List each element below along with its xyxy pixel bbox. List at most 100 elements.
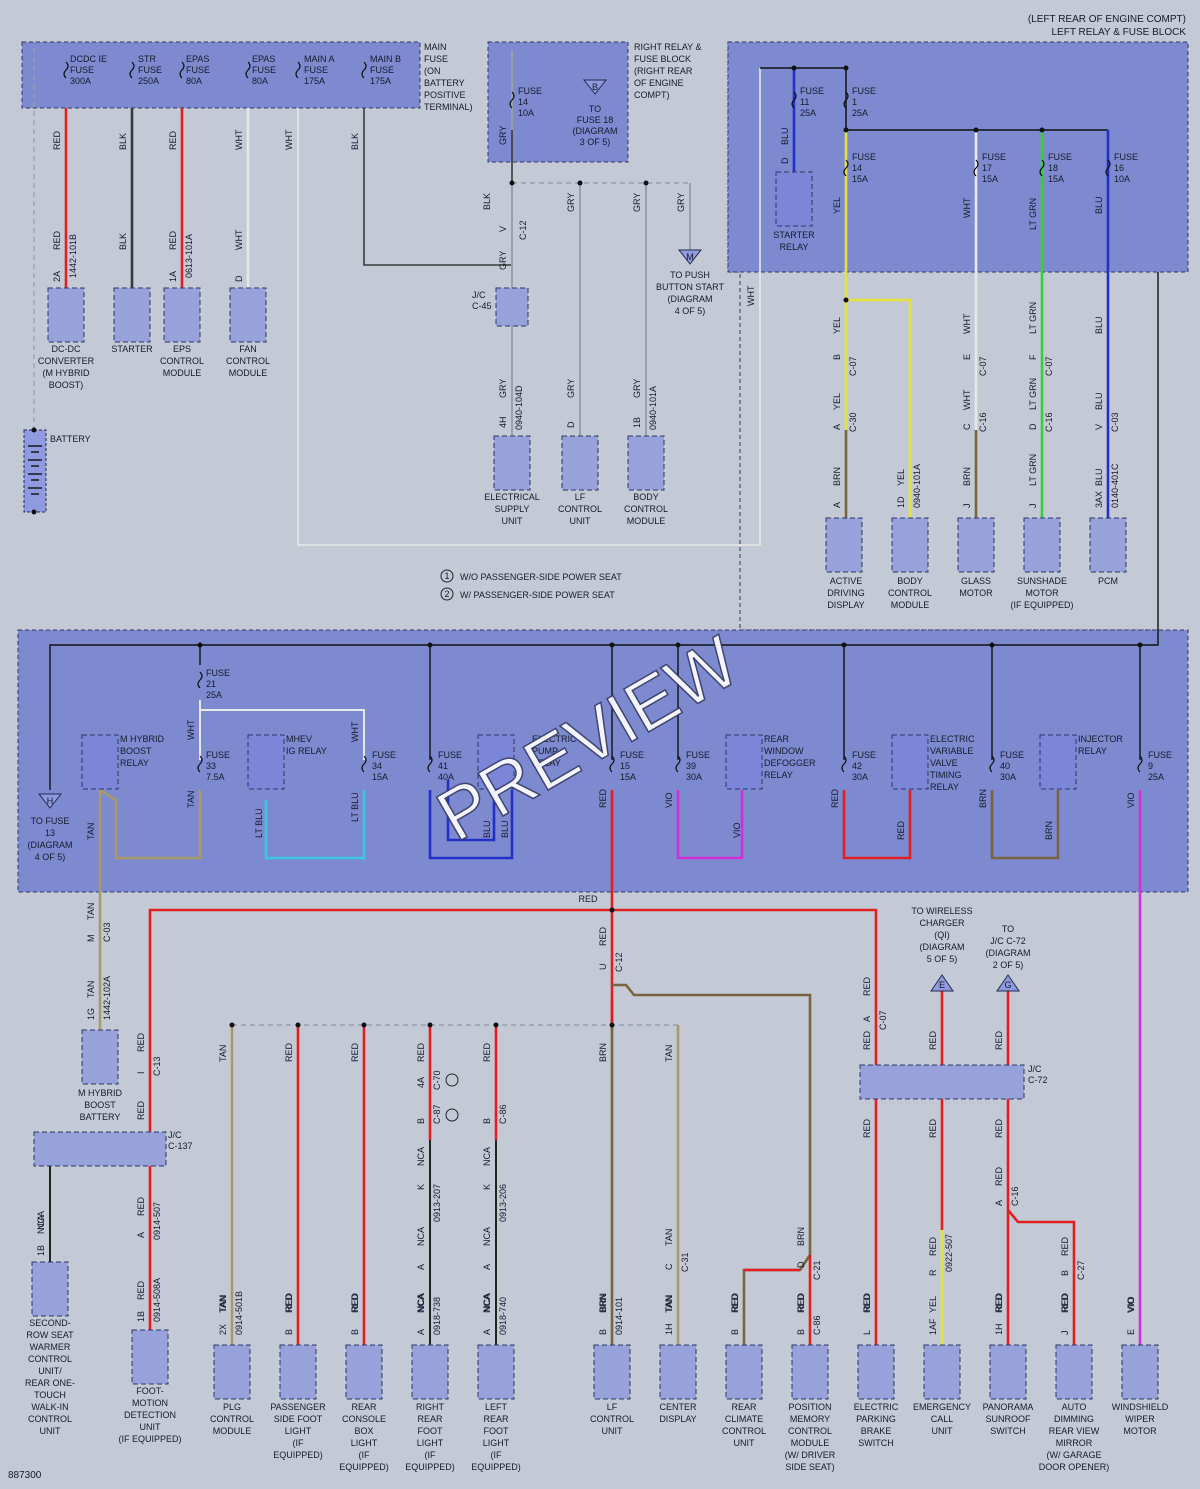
wire-color: LT GRN [1028, 302, 1038, 334]
wire-color: RED [796, 1292, 806, 1312]
wire-color: RED [350, 1292, 360, 1312]
wire-color: WHT [234, 129, 244, 150]
mb-relay-label: M HYBRID [120, 734, 165, 744]
wire-color: NCA [416, 1293, 426, 1312]
wire-color: BLU [1094, 392, 1104, 410]
wire-color: BRN [962, 467, 972, 486]
component-label: BOX [354, 1426, 373, 1436]
pin-label: B [796, 1329, 806, 1335]
wire-color: RED [862, 1030, 872, 1050]
component-label: RIGHT [416, 1402, 445, 1412]
ref-text-b: 3 OF 5) [580, 137, 611, 147]
mhb-battery-label: M HYBRID [78, 1088, 123, 1098]
component-label: MIRROR [1056, 1438, 1093, 1448]
pin-label: A [832, 424, 842, 430]
wire-color: RED [52, 130, 62, 150]
wire-color: VIO [664, 792, 674, 808]
mb-relay-label: REAR [764, 734, 790, 744]
pin-label: 1AF [928, 1318, 938, 1335]
pin-label: D [566, 421, 576, 428]
wires-middle [49, 272, 1159, 1345]
lb-fuse-label: 1 [852, 97, 857, 107]
mb-relay-label: PUMP [532, 746, 558, 756]
component-label: MOTOR [1025, 588, 1059, 598]
mb-relay-label: BOOST [120, 746, 152, 756]
component-label: (W/ DRIVER [785, 1450, 836, 1460]
wire-color: WHT [962, 313, 972, 334]
mb-relay-label: IG RELAY [286, 746, 327, 756]
pin-label: A [136, 1232, 146, 1238]
ref-text-m: TO PUSH [670, 270, 710, 280]
mb-fuse-label: 40 [1000, 761, 1010, 771]
ref-text-m: 4 OF 5) [675, 306, 706, 316]
component-label: DISPLAY [659, 1414, 696, 1424]
component-label: SECOND- [29, 1318, 71, 1328]
component-label: CONTROL [210, 1414, 254, 1424]
pin-label: L [862, 1330, 872, 1335]
wire-color: WHT [284, 129, 294, 150]
wire-color: RED [830, 788, 840, 808]
component-label: SIDE SEAT) [785, 1462, 834, 1472]
legend-num: 1 [444, 571, 449, 581]
component-label: EMERGENCY [913, 1402, 971, 1412]
component-label: POSITION [788, 1402, 831, 1412]
component-label: CONTROL [624, 504, 668, 514]
component-label: REAR [731, 1402, 757, 1412]
right-relay-title: OF ENGINE [634, 78, 684, 88]
pin-label: D [1028, 423, 1038, 430]
wire-color: WHT [234, 229, 244, 250]
wire-color: RED [994, 1293, 1004, 1313]
wire-color: NCA [482, 1147, 492, 1166]
lb-fuse-label: 25A [852, 108, 868, 118]
wire-color: RED [136, 1280, 146, 1300]
pin-label: 4A [416, 1077, 426, 1088]
component-label: DRIVING [827, 588, 865, 598]
connector-label: 0918-740 [498, 1297, 508, 1335]
component-label: DETECTION [124, 1410, 176, 1420]
wire-color: WHT [746, 285, 756, 306]
wire-color: RED [168, 130, 178, 150]
lb-fuse-label: 14 [852, 163, 862, 173]
component-label: EPS [173, 344, 191, 354]
main-fuse-title: (ON [424, 66, 441, 76]
main-fuse-label: FUSE [252, 65, 276, 75]
pin-label: D [796, 1261, 806, 1268]
ref-text: 2 OF 5) [993, 960, 1024, 970]
mb-relay-label: INJECTOR [1078, 734, 1123, 744]
ref-letter: G [1004, 980, 1011, 990]
component-label: LF [607, 1402, 618, 1412]
ref-letter-h: H [47, 796, 54, 806]
component-label: CONSOLE [342, 1414, 386, 1424]
connector-label: C-03 [102, 922, 112, 942]
component-label: MODULE [229, 368, 268, 378]
component-label: DIMMING [1054, 1414, 1094, 1424]
wire-color: BLK [350, 133, 360, 150]
main-fuse-label: 80A [186, 76, 202, 86]
connector-label: C-16 [978, 412, 988, 432]
wire-color: RED [994, 1166, 1004, 1186]
wire-color: LT BLU [350, 792, 360, 822]
connector-label: 0914-507 [152, 1202, 162, 1240]
mb-fuse-label: 40A [438, 772, 454, 782]
ref-text-h: 13 [45, 828, 55, 838]
connector-label: C-03 [1110, 412, 1120, 432]
connector-label: 0940-104D [514, 385, 524, 430]
main-fuse-title: MAIN [424, 42, 447, 52]
mb-fuse-label: FUSE [620, 750, 644, 760]
wire-color: YEL [832, 197, 842, 214]
ref-text-h: 4 OF 5) [35, 852, 66, 862]
wire-color: NCA [416, 1294, 426, 1313]
starter-relay-label: RELAY [780, 242, 809, 252]
component-label: CONTROL [788, 1426, 832, 1436]
component-label: ELECTRICAL [484, 492, 540, 502]
mb-fuse-label: FUSE [206, 668, 230, 678]
component-label: MODULE [627, 516, 666, 526]
component-label: FOOT- [136, 1386, 164, 1396]
mb-relay-label: RELAY [764, 770, 793, 780]
connector-label: C-07 [978, 356, 988, 376]
component-label: PARKING [856, 1414, 896, 1424]
connector-label: 0922-507 [944, 1234, 954, 1272]
ref-text-h: (DIAGRAM [28, 840, 73, 850]
mb-fuse-label: FUSE [372, 750, 396, 760]
